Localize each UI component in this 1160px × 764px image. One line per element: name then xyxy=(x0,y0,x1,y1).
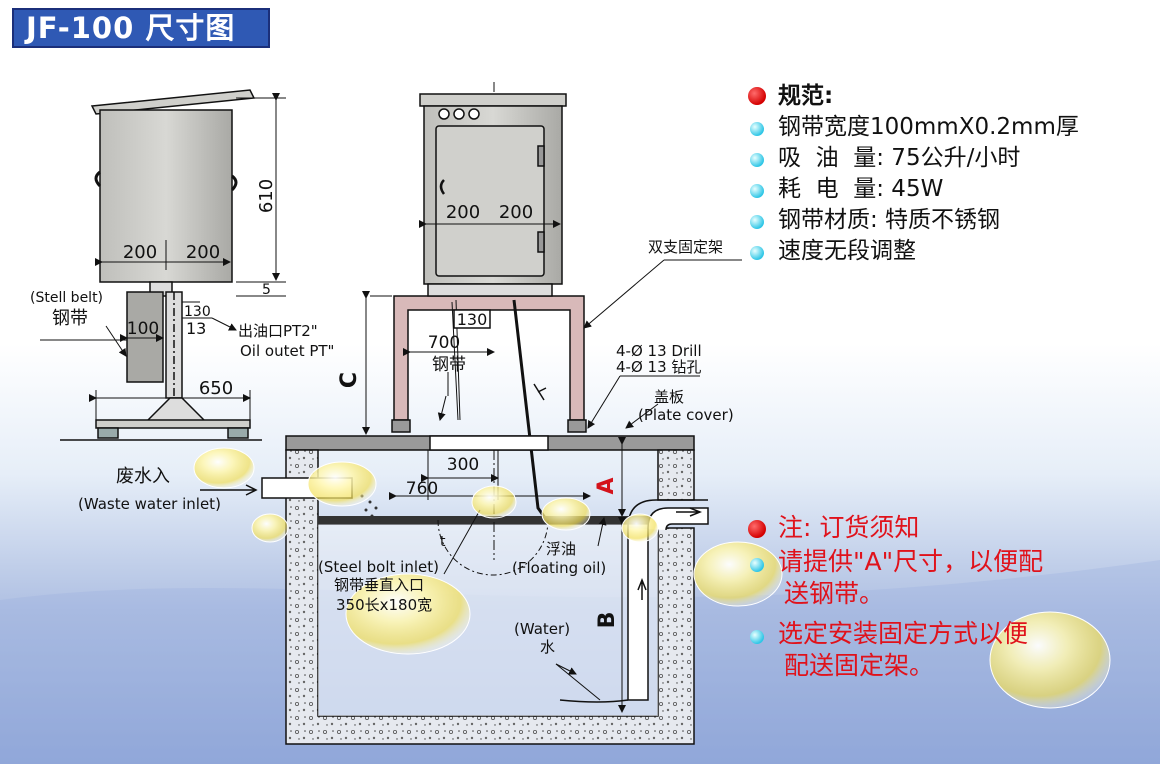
tank-dim-300: 300 xyxy=(447,455,479,475)
cyan-bullet-icon xyxy=(750,630,764,644)
control-knob-icon xyxy=(438,108,450,120)
notice-item-text: 请提供"A"尺寸，以便配 xyxy=(778,547,1044,576)
tank-waste-en: (Waste water inlet) xyxy=(78,495,221,513)
front-drill-en: 4-Ø 13 Drill xyxy=(616,342,702,360)
front-dim-200-right: 200 xyxy=(499,202,533,223)
front-cover-en: (Plate cover) xyxy=(638,406,734,424)
side-view xyxy=(40,89,286,441)
spec-item-text: 钢带宽度100mmX0.2mm厚 xyxy=(778,114,1079,140)
side-dim-13: 13 xyxy=(186,319,206,338)
spec-item: 吸 油 量: 75公升/小时 xyxy=(748,138,1020,172)
side-dim-650: 650 xyxy=(199,378,233,399)
control-knob-icon xyxy=(453,108,465,120)
side-dim-100: 100 xyxy=(127,319,159,339)
notice-item: 选定安装固定方式以便 xyxy=(748,614,1028,650)
side-dim-5: 5 xyxy=(262,282,271,298)
notice-item-cont: 配送固定架。 xyxy=(784,646,934,682)
red-bullet-icon xyxy=(748,520,766,538)
side-dim-610: 610 xyxy=(256,179,277,213)
side-belt-en: (Stell belt) xyxy=(30,290,103,306)
spec-heading: 规范: xyxy=(778,83,834,109)
tank-waste-cn: 废水入 xyxy=(116,466,170,487)
front-dim-130: 130 xyxy=(457,310,488,329)
red-bullet-icon xyxy=(748,87,766,105)
cyan-bullet-icon xyxy=(750,558,764,572)
front-dim-c: C xyxy=(337,372,362,388)
cyan-bullet-icon xyxy=(750,215,764,229)
spec-item: 速度无段调整 xyxy=(748,231,916,265)
spec-item-text: 速度无段调整 xyxy=(778,238,916,264)
tank-bolt-cn: 钢带垂直入口 xyxy=(334,576,424,594)
page-title: JF-100 尺寸图 xyxy=(12,8,270,48)
cyan-bullet-icon xyxy=(750,184,764,198)
tank-dim-760: 760 xyxy=(406,479,438,499)
front-dim-700: 700 xyxy=(428,333,460,353)
front-dim-200-left: 200 xyxy=(446,202,480,223)
spec-item: 钢带宽度100mmX0.2mm厚 xyxy=(748,107,1079,141)
side-dim-200-left: 200 xyxy=(123,242,157,263)
notice-item-text: 送钢带。 xyxy=(784,579,885,608)
front-bracket-label: 双支固定架 xyxy=(648,238,723,256)
tank-bolt-size: 350长x180宽 xyxy=(336,596,432,614)
side-dim-130: 130 xyxy=(184,304,211,320)
notice-item-text: 选定安装固定方式以便 xyxy=(778,619,1029,648)
spec-panel: 规范: 钢带宽度100mmX0.2mm厚 吸 油 量: 75公升/小时 耗 电 … xyxy=(748,76,1148,266)
spec-item: 钢带材质: 特质不锈钢 xyxy=(748,200,1000,234)
side-outlet-cn: 出油口PT2" xyxy=(238,322,318,340)
spec-item-text: 钢带材质: 特质不锈钢 xyxy=(778,207,1001,233)
tank-float-en: (Floating oil) xyxy=(512,559,606,577)
tank-bolt-en: (Steel bolt inlet) xyxy=(318,558,439,576)
notice-heading-row: 注: 订货须知 xyxy=(748,508,919,544)
cyan-bullet-icon xyxy=(750,122,764,136)
front-belt-label: 钢带 xyxy=(432,355,466,375)
notice-item: 请提供"A"尺寸，以便配 xyxy=(748,542,1043,578)
front-cover-cn: 盖板 xyxy=(654,388,684,406)
side-belt-cn: 钢带 xyxy=(52,308,88,329)
side-outlet-en: Oil outet PT" xyxy=(240,342,334,360)
cyan-bullet-icon xyxy=(750,246,764,260)
front-view xyxy=(362,82,742,523)
spec-item-text: 吸 油 量: 75公升/小时 xyxy=(778,145,1021,171)
tank-dim-b: B xyxy=(595,612,620,629)
cyan-bullet-icon xyxy=(750,153,764,167)
front-drill-cn: 4-Ø 13 钻孔 xyxy=(616,358,701,376)
notice-heading: 注: 订货须知 xyxy=(778,513,920,542)
notice-item-cont: 送钢带。 xyxy=(784,574,884,610)
side-dim-200-right: 200 xyxy=(186,242,220,263)
tank-dim-a: A xyxy=(594,477,619,494)
tank-water-cn: 水 xyxy=(540,638,555,656)
spec-item-text: 耗 电 量: 45W xyxy=(778,176,944,202)
spec-heading-row: 规范: xyxy=(748,76,833,110)
tank-float-cn: 浮油 xyxy=(546,540,576,558)
tank-t-mark: t xyxy=(440,534,446,550)
notice-item-text: 配送固定架。 xyxy=(784,651,935,680)
order-notice-panel: 注: 订货须知 请提供"A"尺寸，以便配 送钢带。 选定安装固定方式以便 配送固… xyxy=(748,508,1148,688)
control-knob-icon xyxy=(468,108,480,120)
tank-water-en: (Water) xyxy=(514,620,570,638)
spec-item: 耗 电 量: 45W xyxy=(748,169,943,203)
